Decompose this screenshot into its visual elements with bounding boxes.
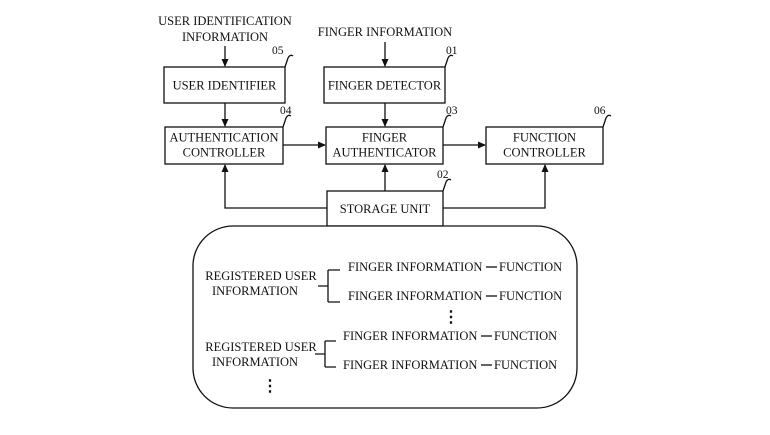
groups-ellipsis: ⋮ [262, 378, 278, 395]
finger-authenticator-block [325, 126, 444, 165]
bracket-group-2 [315, 340, 336, 368]
authentication-controller-label-line1: AUTHENTICATION [169, 131, 278, 145]
ref-leader-03 [442, 114, 452, 128]
ref-06: 06 [594, 105, 606, 117]
ref-leader-04 [282, 114, 292, 128]
group1-row2-function: FUNCTION [499, 289, 562, 303]
storage-unit-label: STORAGE UNIT [340, 202, 431, 216]
ref-leader-01 [444, 54, 454, 68]
ref-leader-02 [442, 178, 452, 192]
group2-row1-function: FUNCTION [494, 329, 557, 343]
user-identification-input-label-line2: INFORMATION [182, 30, 268, 44]
group1-row1-finger: FINGER INFORMATION [348, 260, 482, 274]
ref-01: 01 [446, 45, 458, 57]
function-controller-label-line2: CONTROLLER [503, 146, 586, 160]
ref-05: 05 [272, 45, 284, 57]
group1-row2-finger: FINGER INFORMATION [348, 289, 482, 303]
ref-02: 02 [437, 169, 449, 181]
ref-04: 04 [280, 105, 292, 117]
user-identifier-block [163, 66, 286, 104]
finger-information-input-label: FINGER INFORMATION [318, 25, 452, 39]
group2-row1-finger: FINGER INFORMATION [343, 329, 477, 343]
user-identification-input-label-line1: USER IDENTIFICATION [158, 14, 292, 28]
registered-user-info-2-line2: INFORMATION [212, 355, 298, 369]
ref-03: 03 [446, 105, 458, 117]
user-identifier-label: USER IDENTIFIER [173, 79, 277, 93]
group1-rows-ellipsis: ⋮ [443, 309, 459, 326]
group2-row2-finger: FINGER INFORMATION [343, 358, 477, 372]
finger-detector-block [323, 66, 446, 104]
storage-contents-panel [192, 225, 578, 409]
registered-user-info-1-line1: REGISTERED USER [205, 269, 317, 283]
ref-leader-05 [284, 54, 294, 68]
ref-leader-06 [602, 114, 612, 128]
registered-user-info-2-line1: REGISTERED USER [205, 340, 317, 354]
authentication-controller-block [164, 126, 284, 165]
registered-user-info-1-line2: INFORMATION [212, 284, 298, 298]
authentication-controller-label-line2: CONTROLLER [183, 146, 266, 160]
bracket-group-1 [318, 269, 340, 303]
finger-authenticator-label-line2: AUTHENTICATOR [333, 146, 438, 160]
arrow-storage-to-auth-controller [221, 164, 327, 209]
finger-authenticator-label-line1: FINGER [362, 131, 408, 145]
group2-row2-function: FUNCTION [494, 358, 557, 372]
finger-detector-label: FINGER DETECTOR [328, 79, 442, 93]
group1-row1-function: FUNCTION [499, 260, 562, 274]
storage-unit-block [326, 190, 444, 227]
arrow-storage-to-function-controller [443, 164, 549, 209]
function-controller-label-line1: FUNCTION [513, 131, 576, 145]
function-controller-block [485, 126, 604, 165]
